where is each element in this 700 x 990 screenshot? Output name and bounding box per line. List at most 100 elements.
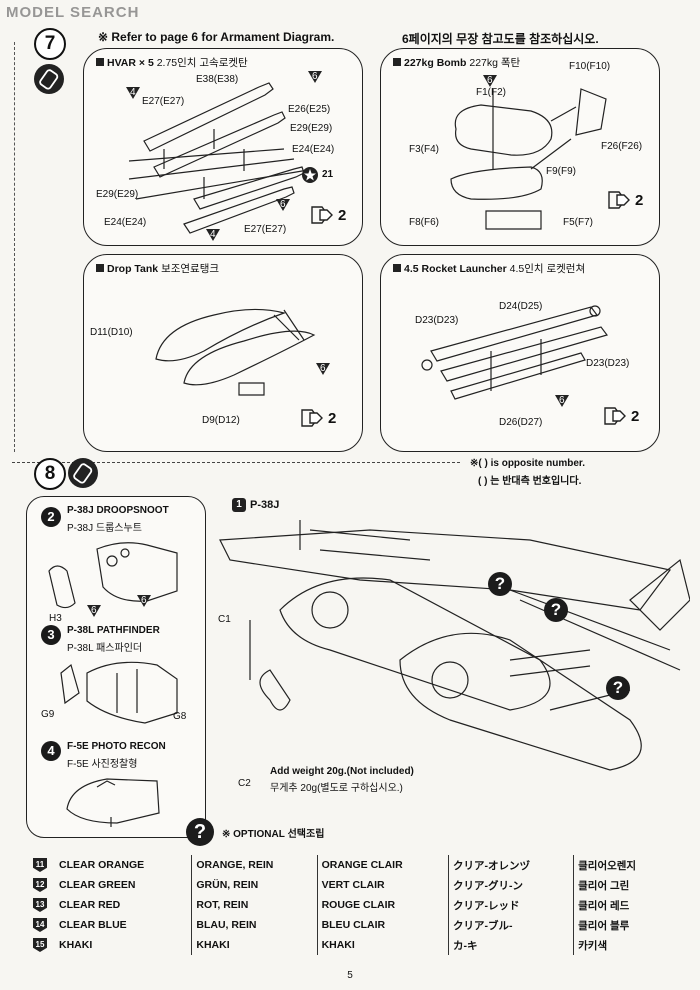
page-number: 5 <box>347 970 353 981</box>
quantity-count: 2 <box>338 207 347 224</box>
refer-note-en: ※ Refer to page 6 for Armament Diagram. <box>98 30 335 44</box>
part-label: F3(F4) <box>409 144 439 155</box>
glue-marker-icon <box>126 87 140 99</box>
color-number: 14 <box>33 918 47 932</box>
glue-marker-icon <box>316 363 330 375</box>
option-number-badge: 3 <box>41 625 61 645</box>
color-name-de: KHAKI <box>191 935 318 955</box>
marker-number: 4 <box>210 229 216 240</box>
main-variant-label: P-38J <box>250 499 280 511</box>
quantity-count: 2 <box>328 410 337 427</box>
part-label: C1 <box>218 614 231 625</box>
marker-number: 6 <box>141 595 147 606</box>
optional-question-icon: ? <box>606 676 630 700</box>
decal-star-icon <box>302 167 318 183</box>
color-name-de: ORANGE, REIN <box>191 855 318 875</box>
bomb-title: 227kg Bomb 227kg 폭탄 <box>393 55 520 70</box>
part-label: D26(D27) <box>499 417 543 428</box>
part-label: E38(E38) <box>196 74 239 85</box>
hvar-panel: HVAR × 5 2.75인치 고속로켓탄 E38(E38) E27(E27) … <box>83 48 363 246</box>
launcher-panel: 4.5 Rocket Launcher 4.5인치 로켓런쳐 D24(D25) … <box>380 254 660 452</box>
droptank-panel: Drop Tank 보조연료탱크 D11(D10) D9(D12) 6 2 <box>83 254 363 452</box>
glue-marker-icon <box>137 595 151 607</box>
color-number-icon: 14 <box>33 915 55 935</box>
part-label: D11(D10) <box>90 327 133 338</box>
color-name-de: ROT, REIN <box>191 895 318 915</box>
part-label: D9(D12) <box>202 415 240 426</box>
part-label: E24(E24) <box>104 217 147 228</box>
part-label: E27(E27) <box>244 224 287 235</box>
color-name-ko: 클리어 블루 <box>573 915 669 935</box>
part-label: F1(F2) <box>476 87 506 98</box>
marker-number: 6 <box>559 395 565 406</box>
color-number: 11 <box>33 858 47 872</box>
option-subtitle: F-5E 사진정찰형 <box>67 759 138 770</box>
part-label: F9(F9) <box>546 166 576 177</box>
part-label: G8 <box>173 711 187 722</box>
color-number: 13 <box>33 898 47 912</box>
p38-aircraft-drawing <box>219 520 690 771</box>
color-name-jp: クリア-オレンヅ <box>447 855 574 875</box>
optional-question-icon: ? <box>488 572 512 596</box>
droptank-drawing <box>155 308 316 396</box>
launcher-title: 4.5 Rocket Launcher 4.5인치 로켓런쳐 <box>393 261 585 276</box>
color-name-fr: KHAKI <box>316 935 449 955</box>
color-name-en: CLEAR ORANGE <box>59 859 145 871</box>
decal-number: 21 <box>322 169 334 180</box>
marker-number: 4 <box>130 87 136 98</box>
optional-question-icon: ? <box>544 598 568 622</box>
color-number: 15 <box>33 938 47 952</box>
color-name-fr: VERT CLAIR <box>316 875 449 895</box>
step-8-number: 8 <box>34 458 66 490</box>
color-name-ko: 클리어오렌지 <box>573 855 669 875</box>
quantity-icon <box>310 204 336 226</box>
glue-marker-icon <box>483 75 497 87</box>
option-number-badge: 1 <box>232 498 246 512</box>
option-number-badge: 4 <box>41 741 61 761</box>
cement-icon <box>34 64 64 94</box>
quantity-count: 2 <box>631 408 640 425</box>
color-number-icon: 15 <box>33 935 55 955</box>
marker-number: 6 <box>280 199 286 210</box>
quantity-count: 2 <box>635 192 644 209</box>
option-number-badge: 2 <box>41 507 61 527</box>
part-label: H3 <box>49 613 62 624</box>
droopsnoot-drawing <box>48 542 178 609</box>
marker-number: 6 <box>487 75 493 86</box>
pathfinder-drawing <box>60 661 178 724</box>
glue-marker-icon <box>308 71 322 83</box>
color-name-en: CLEAR BLUE <box>59 919 127 931</box>
glue-marker-icon <box>87 605 101 617</box>
part-label: C2 <box>238 778 251 789</box>
weight-note-en: Add weight 20g.(Not included) <box>270 766 414 777</box>
options-panel: 2 P-38J DROOPSNOOT P-38J 드룹스누트 H3 6 6 3 … <box>26 496 206 838</box>
option-title: P-38J DROOPSNOOT <box>67 505 169 516</box>
marker-number: 6 <box>91 605 97 616</box>
part-label: G9 <box>41 709 55 720</box>
color-name-en: CLEAR RED <box>59 899 121 911</box>
opposite-note-en: ※( ) is opposite number. <box>470 458 586 469</box>
color-name-jp: カ-キ <box>447 935 574 955</box>
marker-number: 6 <box>312 71 318 82</box>
marker-number: 6 <box>320 363 326 374</box>
step-7-number: 7 <box>34 28 66 60</box>
color-name-en: CLEAR GREEN <box>59 879 136 891</box>
glue-marker-icon <box>276 199 290 211</box>
part-label: F10(F10) <box>569 61 611 72</box>
optional-question-icon: ? <box>186 818 214 846</box>
color-name-fr: ORANGE CLAIR <box>316 855 449 875</box>
color-name-fr: BLEU CLAIR <box>316 915 449 935</box>
color-number-icon: 12 <box>33 875 55 895</box>
bomb-panel: 227kg Bomb 227kg 폭탄 F1(F2) F10(F10) F3(F… <box>380 48 660 246</box>
quantity-icon <box>300 407 326 429</box>
optional-label: ※ OPTIONAL 선택조립 <box>222 829 325 840</box>
color-name-de: BLAU, REIN <box>191 915 318 935</box>
cement-icon <box>68 458 98 488</box>
part-label: E26(E25) <box>288 104 331 115</box>
color-name-jp: クリア-ブル- <box>447 915 574 935</box>
